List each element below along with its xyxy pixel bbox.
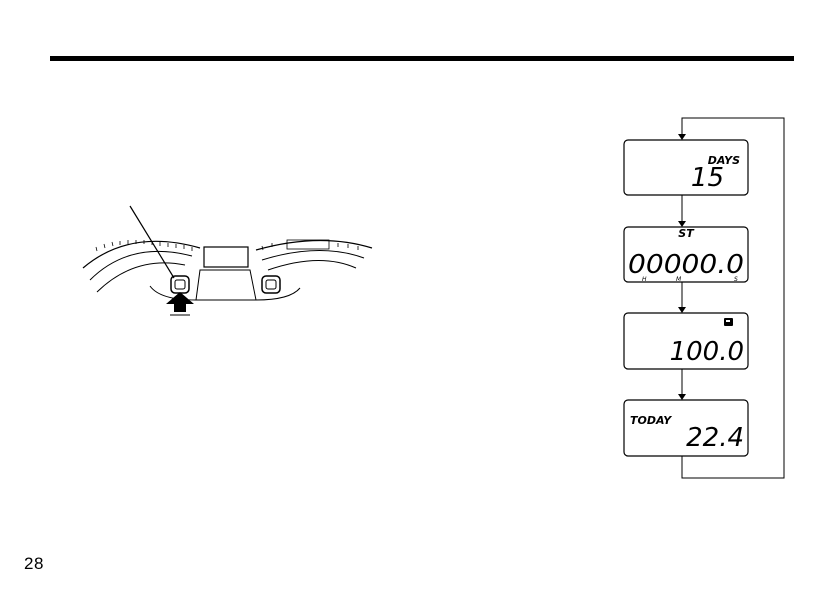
lcd-value: 15 bbox=[691, 163, 724, 193]
fuel-pump-icon bbox=[724, 318, 733, 326]
lcd-label: TODAY bbox=[630, 414, 672, 427]
lcd-value: 22.4 bbox=[686, 423, 744, 453]
page-number: 28 bbox=[24, 554, 44, 574]
lcd-display-fuel: 100.0 bbox=[624, 313, 748, 369]
lcd-display-days: DAYS 15 bbox=[624, 140, 748, 195]
lcd-display-today: TODAY 22.4 bbox=[624, 400, 748, 456]
lcd-unit-minutes: M bbox=[676, 276, 682, 283]
press-arrow-icon bbox=[166, 292, 194, 315]
instrument-cluster-illustration bbox=[83, 206, 372, 300]
lcd-value: 100.0 bbox=[670, 337, 744, 367]
lcd-unit-seconds: S bbox=[734, 276, 738, 283]
lcd-label: ST bbox=[678, 227, 695, 240]
lcd-unit-hours: H bbox=[642, 276, 647, 283]
lcd-display-stopwatch: ST 00000.0 H M S bbox=[624, 227, 748, 283]
